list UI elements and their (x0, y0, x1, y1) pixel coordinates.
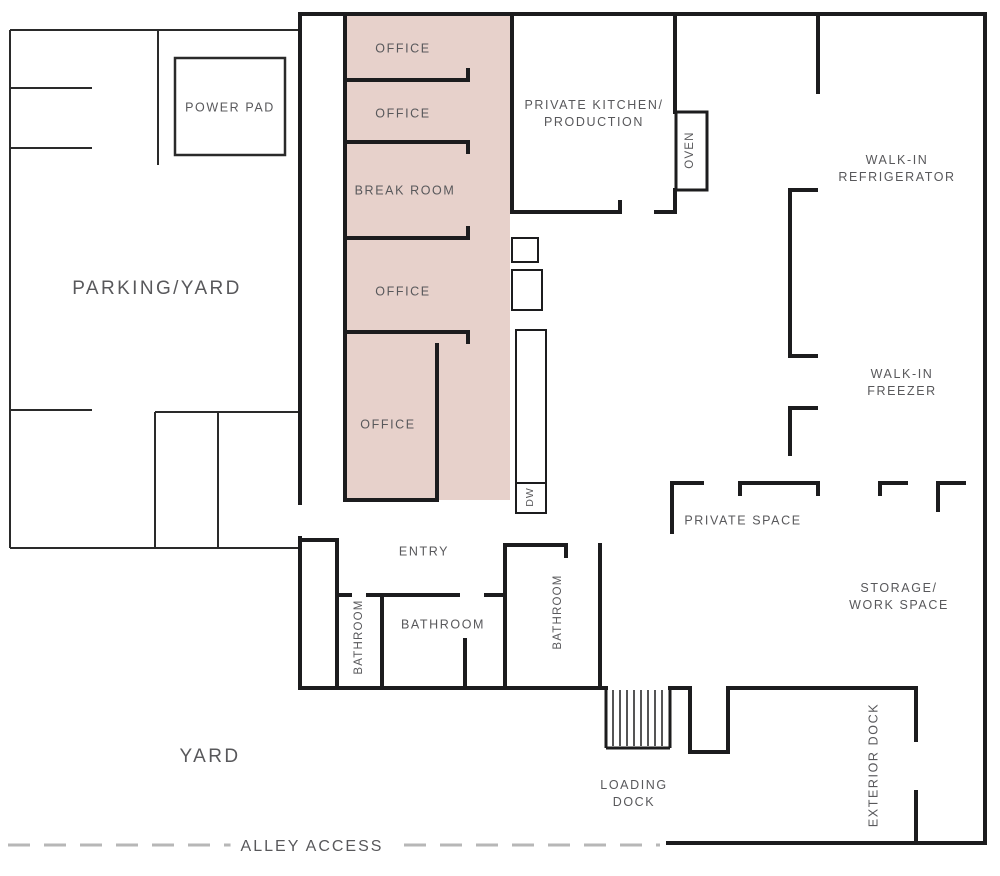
dishwasher-box (515, 482, 547, 514)
stair-treads (612, 690, 663, 746)
appliance-box-1 (511, 237, 539, 263)
power-pad-outline (173, 56, 287, 157)
oven-fixture (674, 110, 709, 192)
office-zone-highlight (345, 16, 510, 500)
parking-lines (9, 29, 298, 549)
counter-run (515, 329, 547, 484)
loading-dock-stairs (604, 688, 672, 750)
walls-layer (298, 12, 987, 845)
kitchen-fixtures (511, 237, 547, 514)
appliance-box-2 (511, 269, 543, 311)
